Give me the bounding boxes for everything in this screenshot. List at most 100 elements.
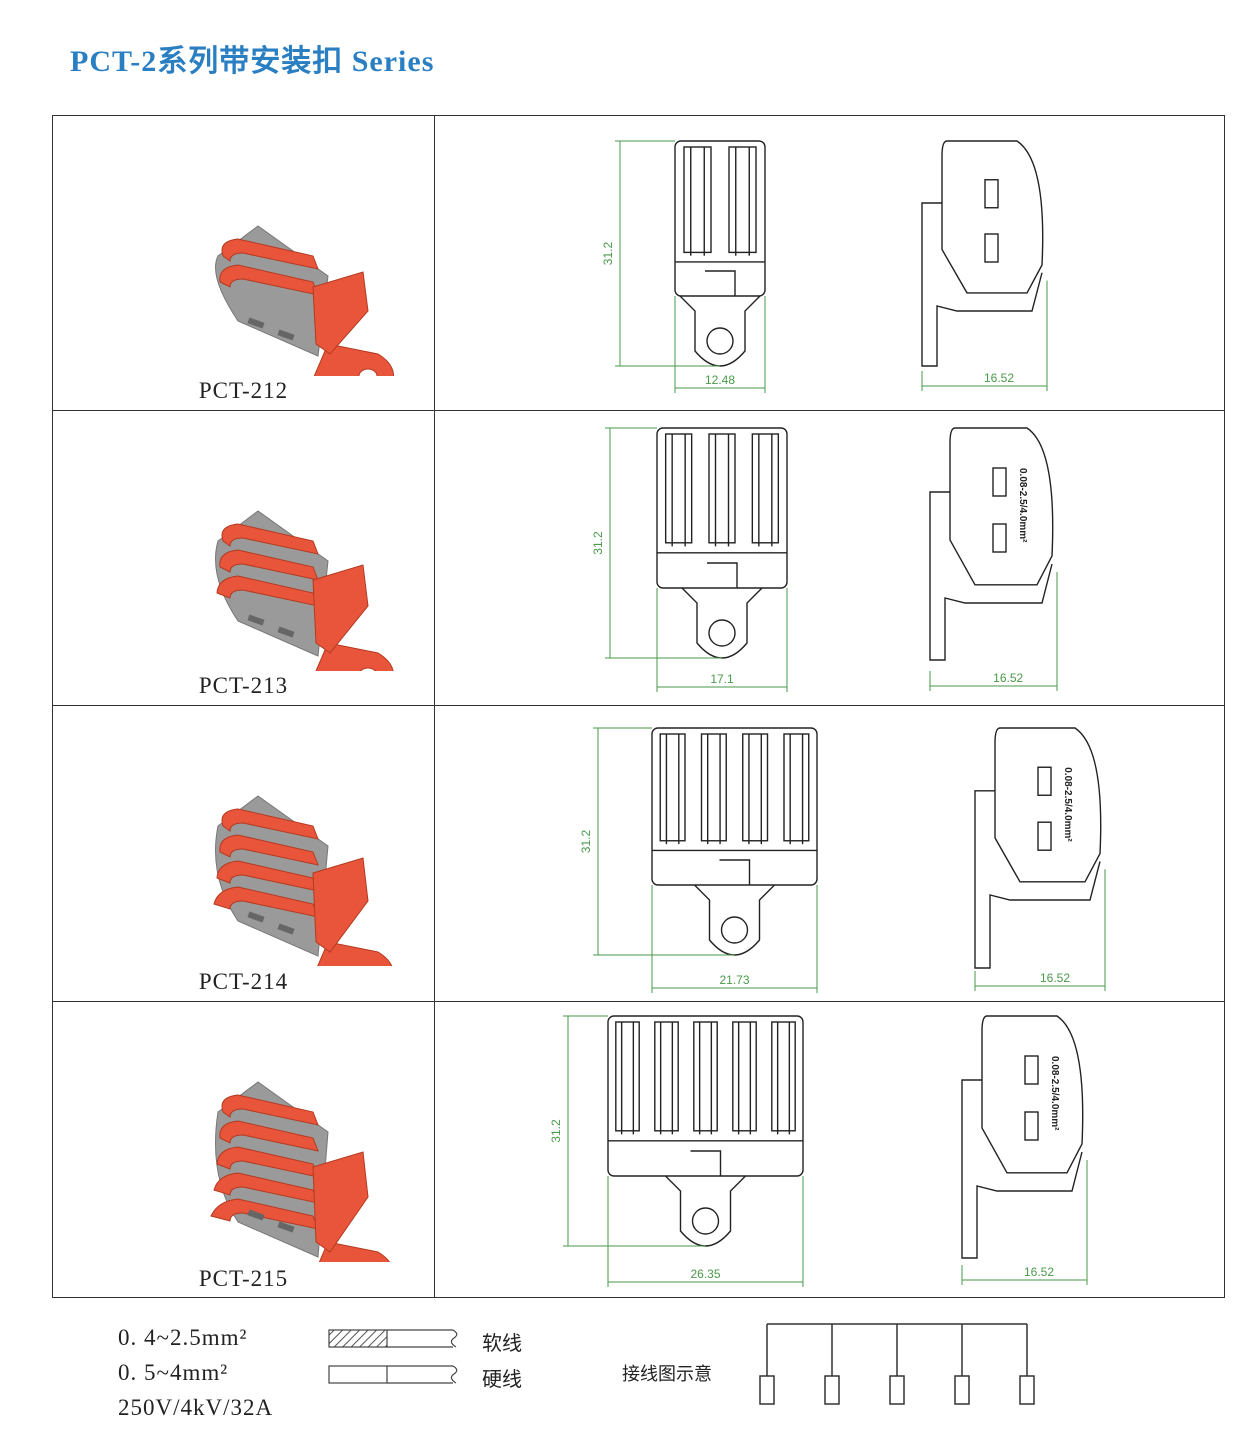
hard-wire-icon — [328, 1365, 458, 1384]
mounting-tab — [679, 270, 761, 367]
wiring-diagram-label: 接线图示意 — [622, 1364, 712, 1385]
wire-slot — [247, 317, 265, 329]
wire-port-icon — [984, 179, 999, 209]
product-photo — [210, 1081, 390, 1262]
clip — [312, 857, 369, 953]
side-mount-outline — [974, 790, 1101, 969]
soft-wire-range: 0. 4~2.5mm² — [118, 1325, 248, 1350]
depth-dimension — [974, 869, 1106, 991]
width-dimension-label: 21.73 — [719, 973, 749, 987]
lever — [221, 808, 319, 840]
wire-slot — [247, 1209, 265, 1221]
wire-slot — [247, 614, 265, 626]
hard-wire-label: 硬线 — [482, 1367, 522, 1391]
clip — [312, 271, 369, 355]
side-view — [961, 1015, 1084, 1259]
side-mount-outline — [929, 491, 1053, 661]
lever-slot-line — [737, 1022, 752, 1135]
lever-slot-line — [748, 734, 763, 845]
product-photo-cell: PCT-215 — [53, 1002, 435, 1298]
width-dimension-label: 17.1 — [710, 672, 734, 686]
model-label: PCT-213 — [198, 673, 289, 698]
depth-dimension — [961, 1160, 1088, 1285]
lever-slot — [728, 146, 757, 254]
mounting-hole-icon — [691, 1207, 720, 1235]
mounting-tab — [317, 941, 393, 966]
width-dimension — [651, 885, 818, 993]
connector-illustration — [210, 1081, 390, 1262]
lever-slot — [700, 733, 727, 842]
mounting-tab — [313, 343, 395, 376]
side-body-outline — [941, 140, 1044, 294]
mounting-hole-icon — [708, 619, 736, 647]
side-mount-outline — [961, 1079, 1083, 1259]
front-view — [651, 727, 818, 956]
depth-dimension — [921, 280, 1048, 391]
wire-slot — [277, 329, 295, 341]
side-mount-outline — [921, 202, 1043, 367]
lever-slot — [742, 733, 769, 842]
mounting-hole-icon — [706, 327, 734, 355]
product-photo-cell: PCT-214 — [53, 706, 435, 1001]
lever-slot-line — [665, 734, 680, 845]
side-view-rating-label: 0.08-2.5/4.0mm² — [1049, 1056, 1060, 1131]
rating: 250V/4kV/32A — [118, 1395, 274, 1420]
product-photo — [213, 795, 393, 966]
width-dimension — [656, 588, 788, 692]
wire-port-icon — [1024, 1055, 1039, 1085]
clip — [312, 564, 369, 654]
page-title: PCT-2系列带安装扣 Series — [70, 45, 435, 78]
width-dimension-label: 12.48 — [705, 373, 735, 387]
depth-dimension-label: 16.52 — [1040, 971, 1070, 985]
soft-wire-label: 软线 — [482, 1331, 522, 1355]
wiring-diagram — [759, 1323, 1035, 1405]
lever-slot-line — [659, 1022, 674, 1135]
side-view-rating-label: 0.08-2.5/4.0mm² — [1062, 767, 1073, 842]
connector-illustration — [215, 225, 395, 376]
depth-dimension-label: 16.52 — [993, 671, 1023, 685]
mounting-hole-icon — [358, 368, 378, 376]
wire-port-icon — [992, 523, 1007, 553]
mounting-tab — [694, 859, 775, 956]
side-body-outline — [949, 427, 1054, 586]
lever-slot-line — [620, 1022, 635, 1135]
depth-dimension-label: 16.52 — [984, 371, 1014, 385]
wire-port-icon — [984, 233, 999, 263]
connector-illustration — [213, 795, 393, 966]
width-dimension-label: 26.35 — [690, 1267, 720, 1281]
wire-port-icon — [1037, 766, 1052, 796]
lever-slot-line — [714, 434, 730, 547]
lever-slot-line — [706, 734, 721, 845]
connector-illustration — [215, 510, 394, 671]
lever — [221, 1094, 319, 1126]
lever-slot-line — [758, 434, 773, 547]
height-dimension — [563, 1015, 706, 1247]
lever-slot — [783, 733, 810, 842]
lever-slot — [654, 1021, 679, 1132]
lever-slot — [683, 146, 712, 254]
model-label: PCT-215 — [198, 1266, 289, 1291]
lever — [221, 523, 319, 555]
lever-slot — [708, 433, 736, 544]
mounting-hole-icon — [359, 667, 377, 671]
front-body-outline — [674, 140, 766, 297]
lever-slot — [664, 433, 693, 544]
lever-slot — [732, 1021, 757, 1132]
model-label: PCT-212 — [198, 378, 289, 403]
lever-slot-line — [776, 1022, 791, 1135]
lever-slot — [615, 1021, 640, 1132]
height-dimension-label: 31.2 — [549, 1119, 563, 1143]
wire-slot — [277, 1221, 295, 1233]
model-label: PCT-214 — [198, 969, 289, 994]
